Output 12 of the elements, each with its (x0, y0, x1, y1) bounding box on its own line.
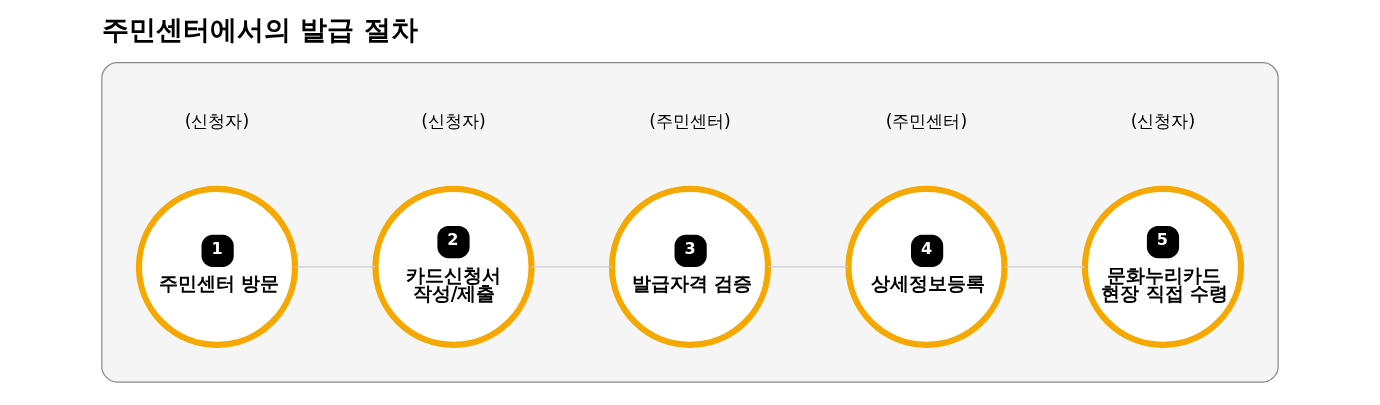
node-circle: 5 문화누리카드 현장 직접 수령 (1081, 185, 1245, 348)
cluster (101, 61, 1279, 383)
diagram-title: 주민센터에서의 발급 절차 (101, 13, 418, 45)
node-circle: 2 카드신청서 작성/제출 (372, 185, 535, 348)
node-label: (신청자) (421, 110, 486, 131)
node-label: (신청자) (1130, 110, 1196, 131)
node-circle: 4 상세정보등록 (845, 185, 1008, 348)
node-circle: 3 발급자격 검증 (608, 185, 772, 348)
node-circle: 1 주민센터 방문 (135, 185, 299, 348)
node-label: (신청자) (184, 110, 250, 131)
node-label: (주민센터) (649, 110, 731, 131)
node-label: (주민센터) (885, 110, 968, 131)
